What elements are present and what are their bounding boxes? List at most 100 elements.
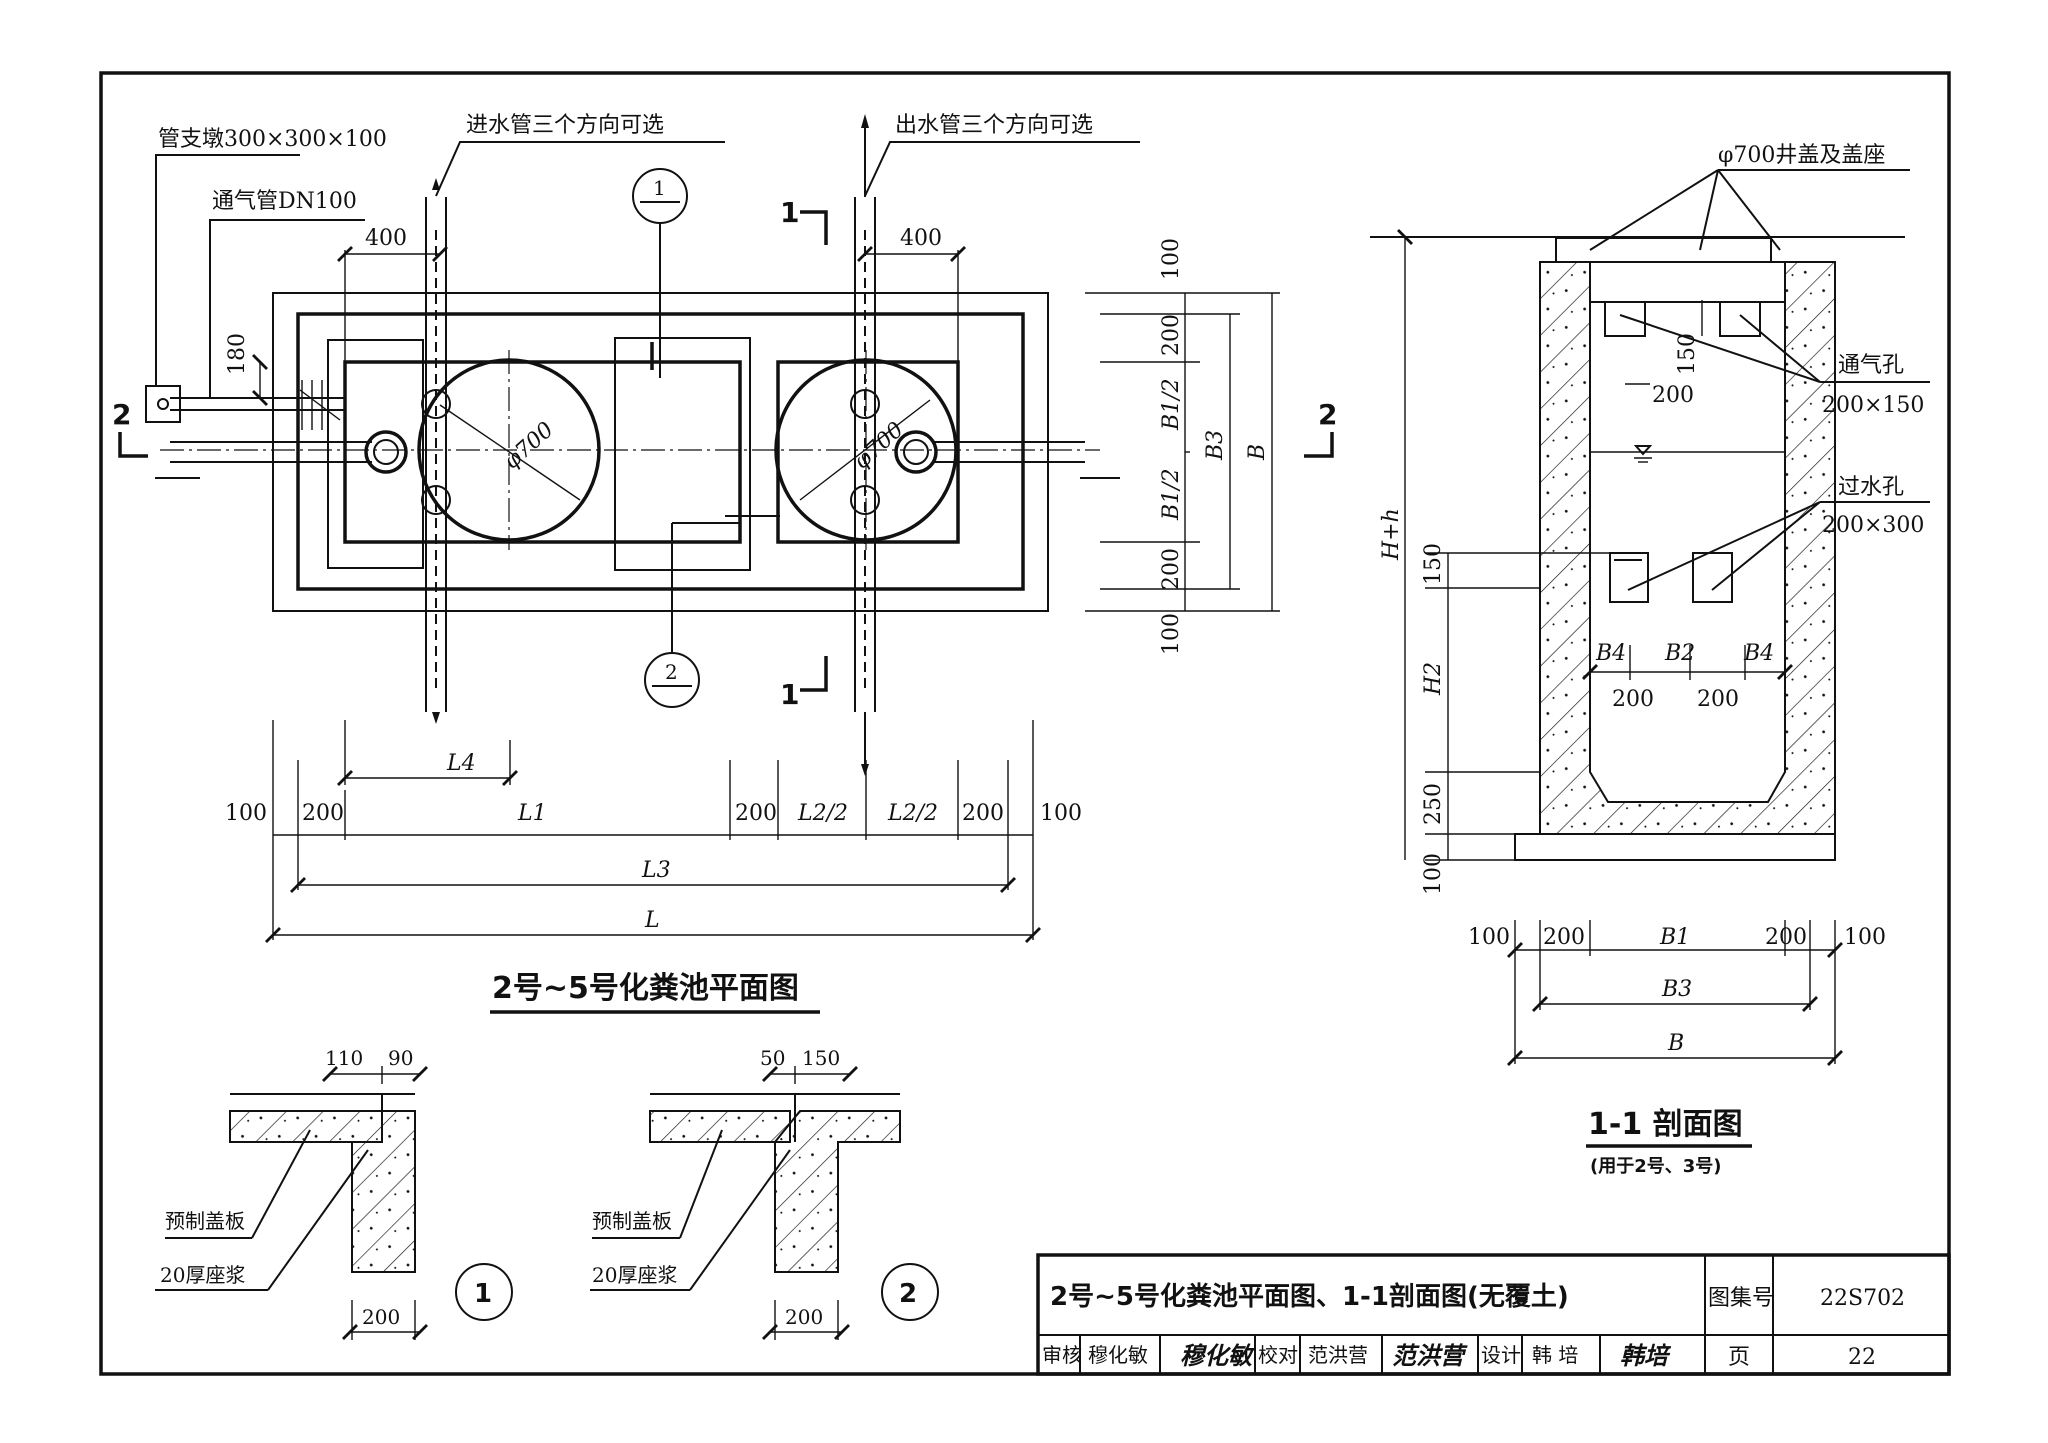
- detail-callout-2: 2: [644, 522, 740, 708]
- dim-b2: B2: [1664, 641, 1695, 666]
- sheet-border: [99, 71, 1951, 1376]
- dim-l4: L4: [446, 751, 476, 776]
- vent-hole-left: [1604, 301, 1646, 337]
- section-cover-seat: [1555, 237, 1772, 263]
- vent-hole-size: 200×150: [1822, 393, 1924, 418]
- cover-label: φ700井盖及盖座: [1718, 143, 1885, 168]
- dim-b100-left: 100: [225, 801, 267, 826]
- checker-signature: 范洪营: [1392, 1341, 1468, 1370]
- water-hole-size: 200×300: [1822, 513, 1924, 538]
- dim-100: 100: [1421, 853, 1446, 895]
- sec-dim-b200-left: 200: [1543, 925, 1585, 950]
- dim-b3: B3: [1203, 430, 1228, 461]
- section-mark-2-right: 2: [1318, 398, 1337, 431]
- dim-200-a: 200: [1612, 687, 1654, 712]
- vent-pipe-label: 通气管DN100: [212, 189, 357, 214]
- outlet-pipe-horizontal: [894, 430, 1120, 479]
- sec-dim-b100-right: 100: [1844, 925, 1886, 950]
- water-hole-left: [1609, 552, 1649, 603]
- sec-dim-b: B: [1667, 1031, 1684, 1056]
- checker-name: 范洪营: [1308, 1343, 1368, 1367]
- d2-dim-50: 50: [760, 1046, 785, 1070]
- d1-dim-110: 110: [325, 1046, 363, 1070]
- section-base-slab: [1514, 833, 1836, 861]
- inlet-pipe-vertical: [421, 197, 451, 712]
- outlet-pipe-vertical: [850, 197, 880, 712]
- dim-b200-mid: 200: [735, 801, 777, 826]
- plan-chamber-2: [776, 360, 960, 544]
- dim-l1: L1: [517, 801, 547, 826]
- dim-r100-bottom: 100: [1159, 613, 1184, 655]
- dim-b1-bottom: B1/2: [1159, 468, 1184, 521]
- section-view: φ700井盖及盖座 通气孔 200×150 过水孔 200×300 150 20…: [1370, 143, 1930, 1177]
- d1-precast-label: 预制盖板: [165, 1209, 245, 1233]
- dim-400-right: 400: [900, 226, 942, 251]
- check-label: 校对: [1258, 1343, 1298, 1367]
- dim-b: B: [1245, 444, 1270, 461]
- vent-hole-right: [1719, 301, 1761, 337]
- section-left-dims: [1397, 229, 1610, 861]
- dim-b200-left: 200: [302, 801, 344, 826]
- dim-150: 150: [1421, 543, 1446, 585]
- section-mark-1-bottom: 1: [780, 678, 799, 711]
- dim-l2-b: L2/2: [887, 801, 938, 826]
- review-label: 审核: [1042, 1343, 1082, 1367]
- sec-dim-b200-right: 200: [1765, 925, 1807, 950]
- design-label: 设计: [1481, 1343, 1521, 1367]
- section-mark-1-top: 1: [780, 196, 799, 229]
- dim-b200-right: 200: [962, 801, 1004, 826]
- vent-hole-label: 通气孔: [1838, 353, 1904, 378]
- pipe-pier: [145, 385, 181, 423]
- dim-l3: L3: [641, 858, 671, 883]
- plan-baffle-box-1: [327, 339, 424, 569]
- dim-b4-left: B4: [1595, 641, 1626, 666]
- detail-2-number: 2: [899, 1279, 917, 1309]
- page-number: 22: [1848, 1345, 1876, 1370]
- dim-b1-top: B1/2: [1159, 378, 1184, 431]
- dim-b100-right: 100: [1040, 801, 1082, 826]
- dim-h2: H2: [1421, 662, 1446, 696]
- dim-l: L: [644, 908, 660, 933]
- reviewer-name: 穆化敏: [1088, 1343, 1148, 1367]
- sec-dim-b3: B3: [1661, 977, 1692, 1002]
- detail-1-number: 1: [474, 1279, 492, 1309]
- d2-dim-150: 150: [802, 1046, 840, 1070]
- inlet-note: 进水管三个方向可选: [466, 113, 664, 138]
- dim-180: 180: [225, 333, 250, 375]
- pipe-pier-label: 管支墩300×300×100: [158, 127, 387, 152]
- sheet-title: 2号~5号化粪池平面图、1-1剖面图(无覆土): [1050, 1281, 1569, 1312]
- d1-dim-200: 200: [362, 1305, 400, 1329]
- dim-200-b: 200: [1697, 687, 1739, 712]
- plan-chamber-1: [343, 360, 742, 544]
- dim-r100-top: 100: [1159, 238, 1184, 280]
- title-block: [1036, 1253, 1951, 1376]
- detail-callout-1: 1: [632, 168, 688, 378]
- sec-dim-b1: B1: [1659, 925, 1690, 950]
- dim-200-top: 200: [1652, 383, 1694, 408]
- plan-right-dims: [1085, 292, 1280, 612]
- d1-dim-90: 90: [388, 1046, 413, 1070]
- svg-text:2: 2: [665, 660, 678, 684]
- plan-bottom-dims: [265, 720, 1041, 943]
- page-label: 页: [1728, 1345, 1750, 1370]
- water-hole-right: [1692, 552, 1733, 603]
- dim-b4-right: B4: [1743, 641, 1774, 666]
- designer-name: 韩 培: [1532, 1343, 1578, 1367]
- section-mark-2-left: 2: [112, 398, 131, 431]
- d2-dim-200: 200: [785, 1305, 823, 1329]
- d2-precast-label: 预制盖板: [592, 1209, 672, 1233]
- d1-mortar-label: 20厚座浆: [160, 1263, 245, 1287]
- water-hole-label: 过水孔: [1838, 475, 1904, 500]
- designer-signature: 韩培: [1620, 1341, 1672, 1370]
- dim-l2-a: L2/2: [797, 801, 848, 826]
- dim-r200-bottom: 200: [1159, 548, 1184, 590]
- detail-2: 50 150 预制盖板 20厚座浆 200 2: [590, 1046, 939, 1340]
- plan-baffle-box-2: [614, 337, 751, 571]
- sec-dim-b100-left: 100: [1468, 925, 1510, 950]
- dim-hh: H+h: [1379, 508, 1404, 561]
- reviewer-signature: 穆化敏: [1180, 1341, 1256, 1370]
- svg-text:1: 1: [653, 176, 666, 200]
- plan-title: 2号~5号化粪池平面图: [492, 971, 799, 1006]
- atlas-number: 22S702: [1820, 1286, 1905, 1311]
